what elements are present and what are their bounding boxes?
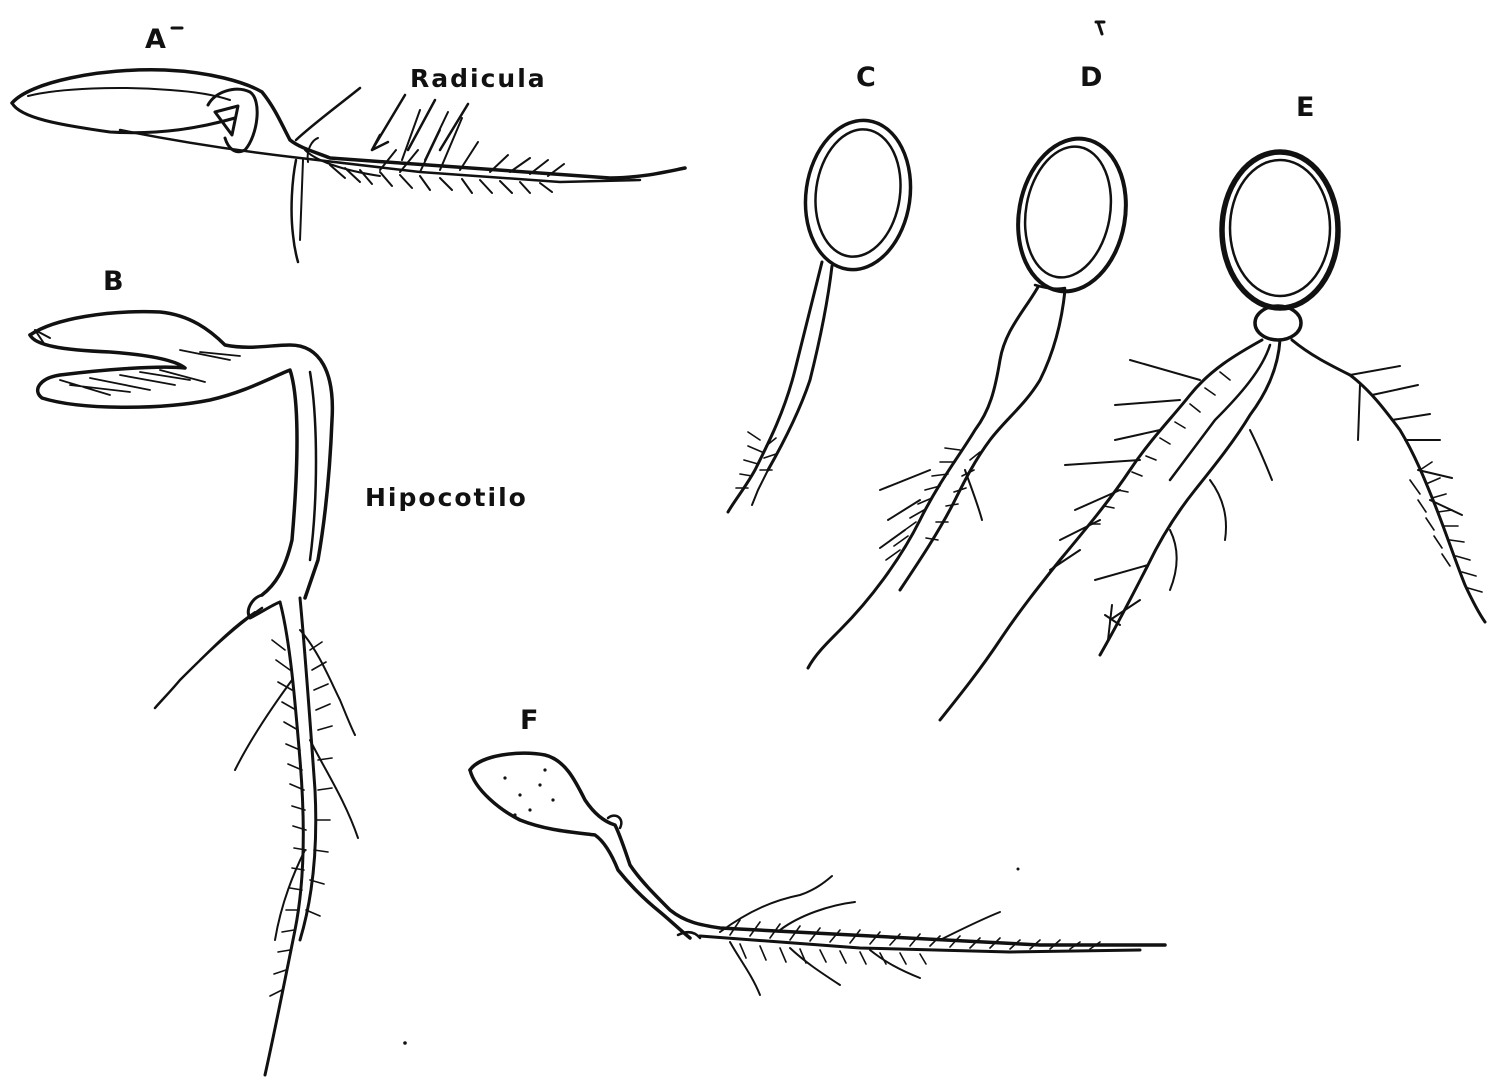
panel-label-e: E (1296, 92, 1315, 123)
radicula-arrow-3 (440, 104, 468, 150)
root-e-left (940, 340, 1262, 720)
seedling-d-drawing (808, 130, 1138, 668)
root-d (808, 287, 1038, 668)
radicula-arrow-2 (408, 100, 435, 150)
seed-a-cotyledon (12, 103, 235, 133)
root-e-right (1292, 340, 1485, 622)
hipocotilo-label: Hipocotilo (365, 483, 528, 512)
seed-f-coat (470, 753, 1165, 945)
seed-a-coat (12, 70, 685, 178)
panel-label-f: F (520, 705, 539, 736)
panel-label-a: A (145, 24, 167, 55)
seed-e-base (1255, 306, 1301, 340)
seedling-f-drawing (470, 753, 1165, 995)
hypocotyl-b (310, 372, 316, 560)
seedling-b-drawing (30, 312, 358, 1075)
seedling-e-drawing (940, 152, 1485, 720)
seedling-c-drawing (728, 113, 920, 512)
radicula-label: Radicula (410, 64, 547, 93)
radicle-a-lateral-1 (292, 160, 298, 262)
seedling-a-drawing (12, 28, 685, 262)
panel-label-b: B (103, 266, 125, 297)
radicula-arrow-1 (372, 95, 405, 150)
panel-label-d: D (1080, 62, 1103, 93)
panel-label-c: C (856, 62, 877, 93)
cotyledon-b-lower (30, 335, 297, 595)
seed-e-coat (1222, 152, 1338, 308)
root-b-main (265, 602, 303, 1075)
